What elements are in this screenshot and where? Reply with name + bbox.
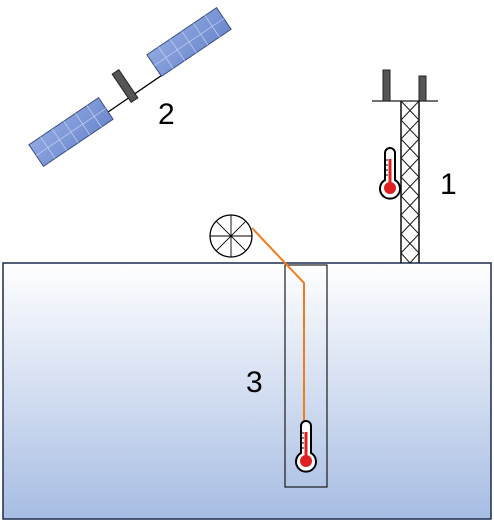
ground-block — [2, 262, 492, 520]
cable-reel-icon — [209, 214, 253, 258]
lattice-tower-icon — [372, 69, 438, 264]
thermometer-icon — [379, 147, 401, 200]
thermometer-icon — [295, 420, 317, 473]
tower-antenna-left — [382, 69, 391, 102]
tower-antenna-right — [418, 75, 427, 102]
solar-panel-right — [146, 7, 232, 77]
satellite-icon — [28, 7, 232, 167]
solar-panel-left — [28, 97, 114, 167]
sensor-cable — [251, 227, 305, 436]
satellite-body — [111, 68, 139, 104]
borehole — [284, 264, 328, 488]
label-satellite: 2 — [158, 98, 175, 131]
label-borehole: 3 — [246, 366, 263, 399]
label-tower: 1 — [440, 168, 457, 201]
